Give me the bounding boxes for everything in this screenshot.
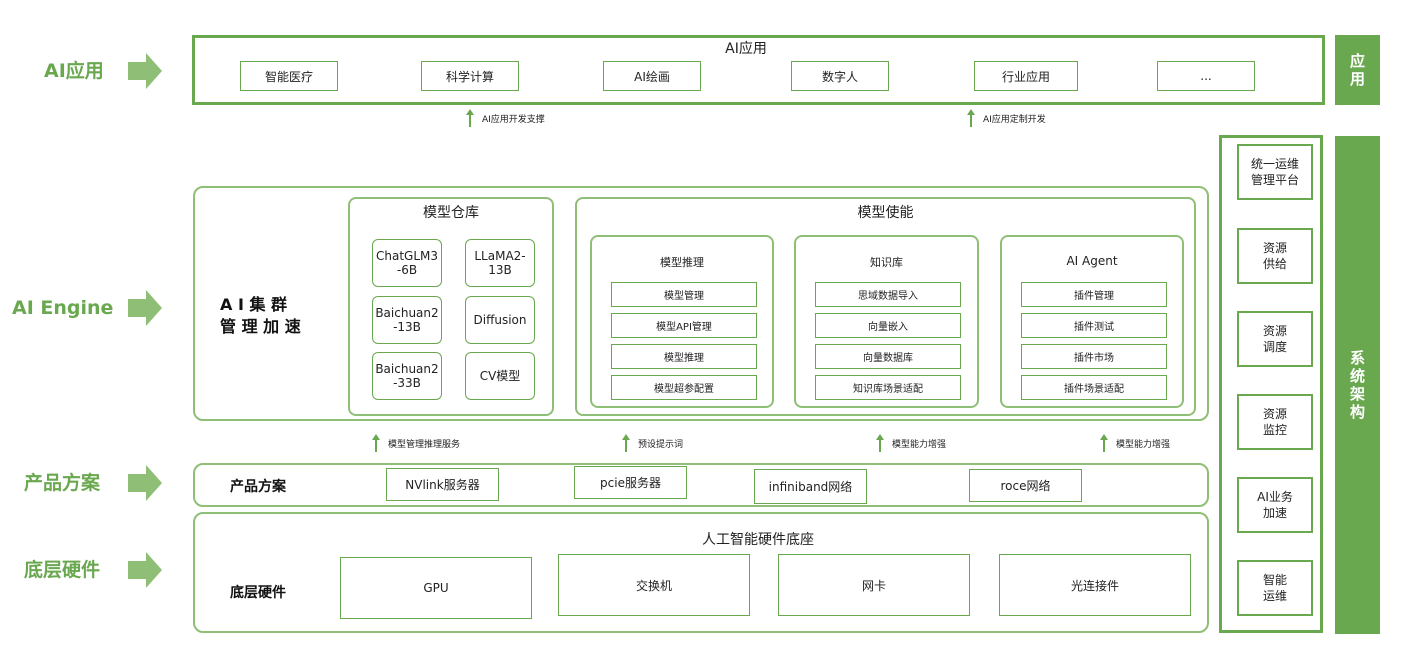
enable-item: 插件场景适配 bbox=[1021, 375, 1167, 400]
engine-support-note: 模型能力增强 bbox=[876, 434, 946, 452]
model-card: Diffusion bbox=[465, 296, 535, 344]
product-layer-title: 产品方案 bbox=[230, 479, 286, 495]
system-architecture-frame bbox=[1219, 135, 1323, 633]
up-arrow-icon bbox=[466, 109, 474, 127]
system-item: 统一运维 管理平台 bbox=[1237, 144, 1313, 200]
product-item: NVlink服务器 bbox=[386, 468, 499, 501]
model-card: Baichuan2 -33B bbox=[372, 352, 442, 400]
app-item: 数字人 bbox=[791, 61, 889, 91]
app-item: 智能医疗 bbox=[240, 61, 338, 91]
enable-item: 插件管理 bbox=[1021, 282, 1167, 307]
enable-item: 向量嵌入 bbox=[815, 313, 961, 338]
hardware-layer-title: 底层硬件 bbox=[230, 585, 286, 601]
app-support-note-left: AI应用开发支撑 bbox=[466, 109, 545, 127]
product-item: infiniband网络 bbox=[754, 469, 867, 504]
system-side-label: 系 统 架 构 bbox=[1335, 136, 1380, 634]
column-title: AI Agent bbox=[1066, 254, 1118, 268]
model-card: LLaMA2- 13B bbox=[465, 239, 535, 287]
up-arrow-icon bbox=[372, 434, 380, 452]
enable-item: 思域数据导入 bbox=[815, 282, 961, 307]
right-arrow-icon bbox=[128, 552, 162, 588]
app-item: AI绘画 bbox=[603, 61, 701, 91]
layer-label-product: 产品方案 bbox=[24, 472, 101, 494]
product-item: pcie服务器 bbox=[574, 466, 687, 499]
system-item: 智能 运维 bbox=[1237, 560, 1313, 616]
enable-item: 模型管理 bbox=[611, 282, 757, 307]
system-item: 资源 供给 bbox=[1237, 228, 1313, 284]
app-side-label: 应 用 bbox=[1335, 35, 1380, 105]
right-arrow-icon bbox=[128, 465, 162, 501]
app-layer bbox=[192, 35, 1325, 105]
app-layer-title: AI应用 bbox=[725, 41, 767, 57]
up-arrow-icon bbox=[1100, 434, 1108, 452]
right-arrow-icon bbox=[128, 53, 162, 89]
enable-item: 模型推理 bbox=[611, 344, 757, 369]
enable-title: 模型使能 bbox=[857, 205, 914, 221]
up-arrow-icon bbox=[876, 434, 884, 452]
product-item: roce网络 bbox=[969, 469, 1082, 502]
model-card: ChatGLM3 -6B bbox=[372, 239, 442, 287]
hardware-item: 光连接件 bbox=[999, 554, 1191, 616]
hardware-header: 人工智能硬件底座 bbox=[702, 532, 814, 548]
app-item: 行业应用 bbox=[974, 61, 1078, 91]
system-item: AI业务 加速 bbox=[1237, 477, 1313, 533]
cluster-title: A I 集 群 管 理 加 速 bbox=[220, 295, 301, 336]
app-item: 科学计算 bbox=[421, 61, 519, 91]
system-item: 资源 调度 bbox=[1237, 311, 1313, 367]
enable-item: 插件市场 bbox=[1021, 344, 1167, 369]
engine-support-note: 模型管理推理服务 bbox=[372, 434, 460, 452]
layer-label-engine: AI Engine bbox=[12, 297, 114, 319]
engine-support-note: 预设提示词 bbox=[622, 434, 683, 452]
up-arrow-icon bbox=[622, 434, 630, 452]
layer-label-hardware: 底层硬件 bbox=[24, 559, 101, 581]
column-title: 模型推理 bbox=[660, 256, 704, 269]
model-card: Baichuan2 -13B bbox=[372, 296, 442, 344]
column-title: 知识库 bbox=[870, 256, 903, 269]
layer-label-app: AI应用 bbox=[44, 60, 104, 82]
right-arrow-icon bbox=[128, 290, 162, 326]
hardware-item: 交换机 bbox=[558, 554, 750, 616]
app-item: ... bbox=[1157, 61, 1255, 91]
hardware-item: GPU bbox=[340, 557, 532, 619]
hardware-item: 网卡 bbox=[778, 554, 970, 616]
enable-item: 模型API管理 bbox=[611, 313, 757, 338]
up-arrow-icon bbox=[967, 109, 975, 127]
warehouse-title: 模型仓库 bbox=[423, 205, 479, 221]
engine-support-note: 模型能力增强 bbox=[1100, 434, 1170, 452]
app-support-note-right: AI应用定制开发 bbox=[967, 109, 1046, 127]
enable-item: 模型超参配置 bbox=[611, 375, 757, 400]
system-item: 资源 监控 bbox=[1237, 394, 1313, 450]
enable-item: 插件测试 bbox=[1021, 313, 1167, 338]
enable-item: 向量数据库 bbox=[815, 344, 961, 369]
model-card: CV模型 bbox=[465, 352, 535, 400]
enable-item: 知识库场景适配 bbox=[815, 375, 961, 400]
